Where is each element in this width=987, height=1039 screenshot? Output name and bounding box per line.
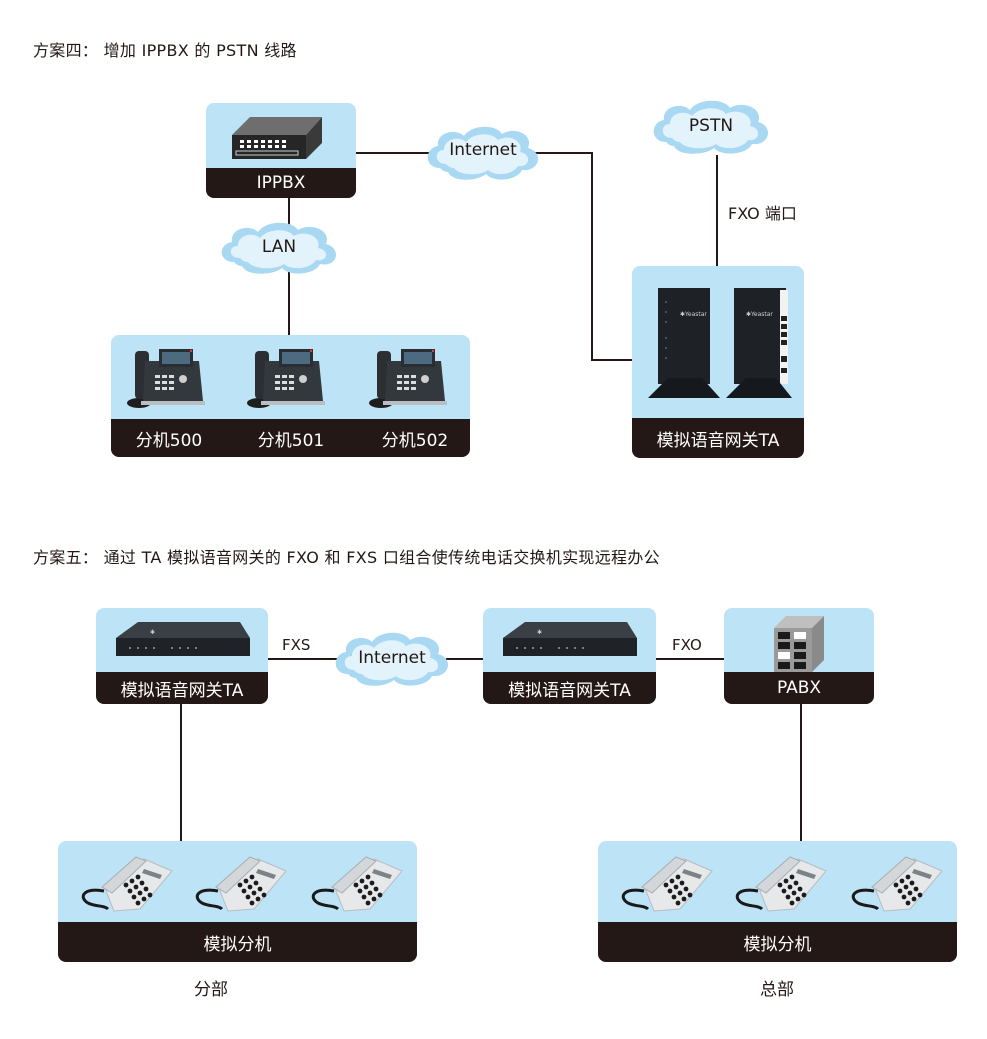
link-internet-gateway-h1	[530, 152, 592, 154]
pstn-cloud: PSTN	[648, 96, 774, 158]
analog-phone-icon	[851, 856, 943, 912]
analog-phone-icon	[81, 856, 173, 912]
pabx-server-icon	[774, 616, 824, 672]
voice-gateway-flat-icon: ✱	[116, 622, 250, 656]
link-internet-gateway-v	[591, 152, 593, 360]
internet-cloud-2-label: Internet	[358, 648, 426, 668]
link-branch-gateway-phones	[180, 704, 182, 842]
extensions-label-bar: 分机500 分机501 分机502	[111, 419, 470, 457]
ip-phone-icon	[369, 349, 447, 408]
extension-502-label: 分机502	[381, 430, 449, 451]
ippbx-device-icon	[232, 117, 322, 159]
hq-gateway-card: ✱ 模拟语音网关TA	[483, 608, 656, 704]
analog-phone-icon	[311, 856, 403, 912]
link-ippbx-lan	[288, 197, 290, 227]
svg-text:✱: ✱	[537, 629, 542, 636]
internet-cloud-label: Internet	[449, 140, 517, 160]
internet-cloud-2: Internet	[330, 628, 454, 690]
link-branch-gateway-internet	[268, 658, 340, 660]
link-internet-gateway-h2	[591, 359, 633, 361]
lan-cloud: LAN	[216, 218, 342, 278]
extension-500-label: 分机500	[135, 430, 203, 451]
fxo-port-label: FXO 端口	[728, 204, 797, 223]
branch-phones-card: 模拟分机	[58, 841, 417, 962]
link-ippbx-internet	[356, 152, 436, 154]
hq-caption: 总部	[760, 980, 794, 1000]
fxs-label: FXS	[282, 636, 311, 654]
lan-cloud-label: LAN	[261, 237, 297, 257]
voice-gateway-flat-icon: ✱	[503, 622, 637, 656]
ip-phone-icon	[247, 349, 325, 408]
ippbx-card: IPPBX	[206, 103, 356, 198]
svg-text:✱Yeastar: ✱Yeastar	[746, 311, 773, 318]
pstn-cloud-label: PSTN	[688, 116, 734, 136]
analog-phone-icon	[735, 856, 827, 912]
link-lan-phones	[288, 272, 290, 336]
link-pstn-gateway	[716, 155, 718, 267]
extensions-card: 分机500 分机501 分机502	[111, 335, 470, 457]
fxo-label: FXO	[672, 636, 702, 654]
branch-gateway-card: ✱ 模拟语音网关TA	[96, 608, 268, 704]
hq-phones-label: 模拟分机	[598, 922, 957, 962]
branch-gateway-label: 模拟语音网关TA	[96, 672, 268, 704]
link-pabx-phones	[800, 704, 802, 842]
svg-text:✱Yeastar: ✱Yeastar	[680, 311, 707, 318]
gateway-ta-card: ✱Yeastar ✱Yeastar 模拟语音网关TA	[632, 266, 804, 458]
pabx-card: PABX	[724, 608, 874, 704]
internet-cloud: Internet	[422, 122, 544, 184]
hq-phones-card: 模拟分机	[598, 841, 957, 962]
link-internet-hq-gateway	[446, 658, 484, 660]
scheme4-title: 方案四： 增加 IPPBX 的 PSTN 线路	[33, 41, 297, 60]
gateway-ta-label: 模拟语音网关TA	[632, 418, 804, 458]
scheme5-title: 方案五： 通过 TA 模拟语音网关的 FXO 和 FXS 口组合使传统电话交换机…	[33, 548, 660, 567]
svg-text:✱: ✱	[150, 629, 155, 636]
hq-gateway-label: 模拟语音网关TA	[483, 672, 656, 704]
ippbx-label: IPPBX	[206, 168, 356, 198]
branch-caption: 分部	[194, 980, 228, 1000]
analog-phone-icon	[195, 856, 287, 912]
analog-phone-icon	[621, 856, 713, 912]
ip-phone-icon	[127, 349, 205, 408]
pabx-label: PABX	[724, 672, 874, 704]
branch-phones-label: 模拟分机	[58, 922, 417, 962]
voice-gateway-tower-icon: ✱Yeastar ✱Yeastar	[648, 288, 792, 398]
link-hq-gateway-pabx	[656, 658, 726, 660]
extension-501-label: 分机501	[257, 430, 325, 451]
